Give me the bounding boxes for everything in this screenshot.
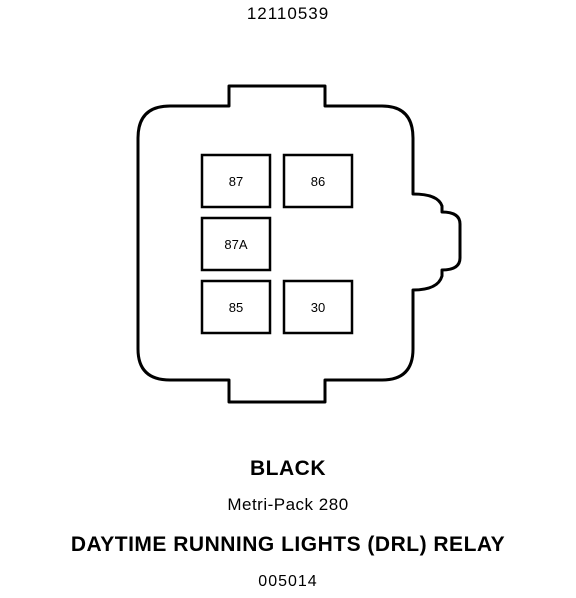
figure-code: 005014	[258, 573, 318, 590]
pin-label-30: 30	[311, 300, 325, 315]
component-title: DAYTIME RUNNING LIGHTS (DRL) RELAY	[70, 533, 506, 556]
pin-cavity-30: 30	[282, 279, 354, 335]
pin-cavity-86: 86	[282, 153, 354, 209]
pin-label-85: 85	[229, 300, 243, 315]
terminal-series: Metri-Pack 280	[227, 495, 349, 514]
pin-label-87a: 87A	[224, 237, 247, 252]
pin-cavity-87a: 87A	[200, 216, 272, 272]
pin-label-87: 87	[229, 174, 243, 189]
connector-body-outline	[136, 84, 462, 404]
pin-cavity-85: 85	[200, 279, 272, 335]
part-number: 12110539	[246, 4, 330, 23]
connector-color: BLACK	[250, 457, 326, 480]
pin-cavity-87: 87	[200, 153, 272, 209]
pin-label-86: 86	[311, 174, 325, 189]
